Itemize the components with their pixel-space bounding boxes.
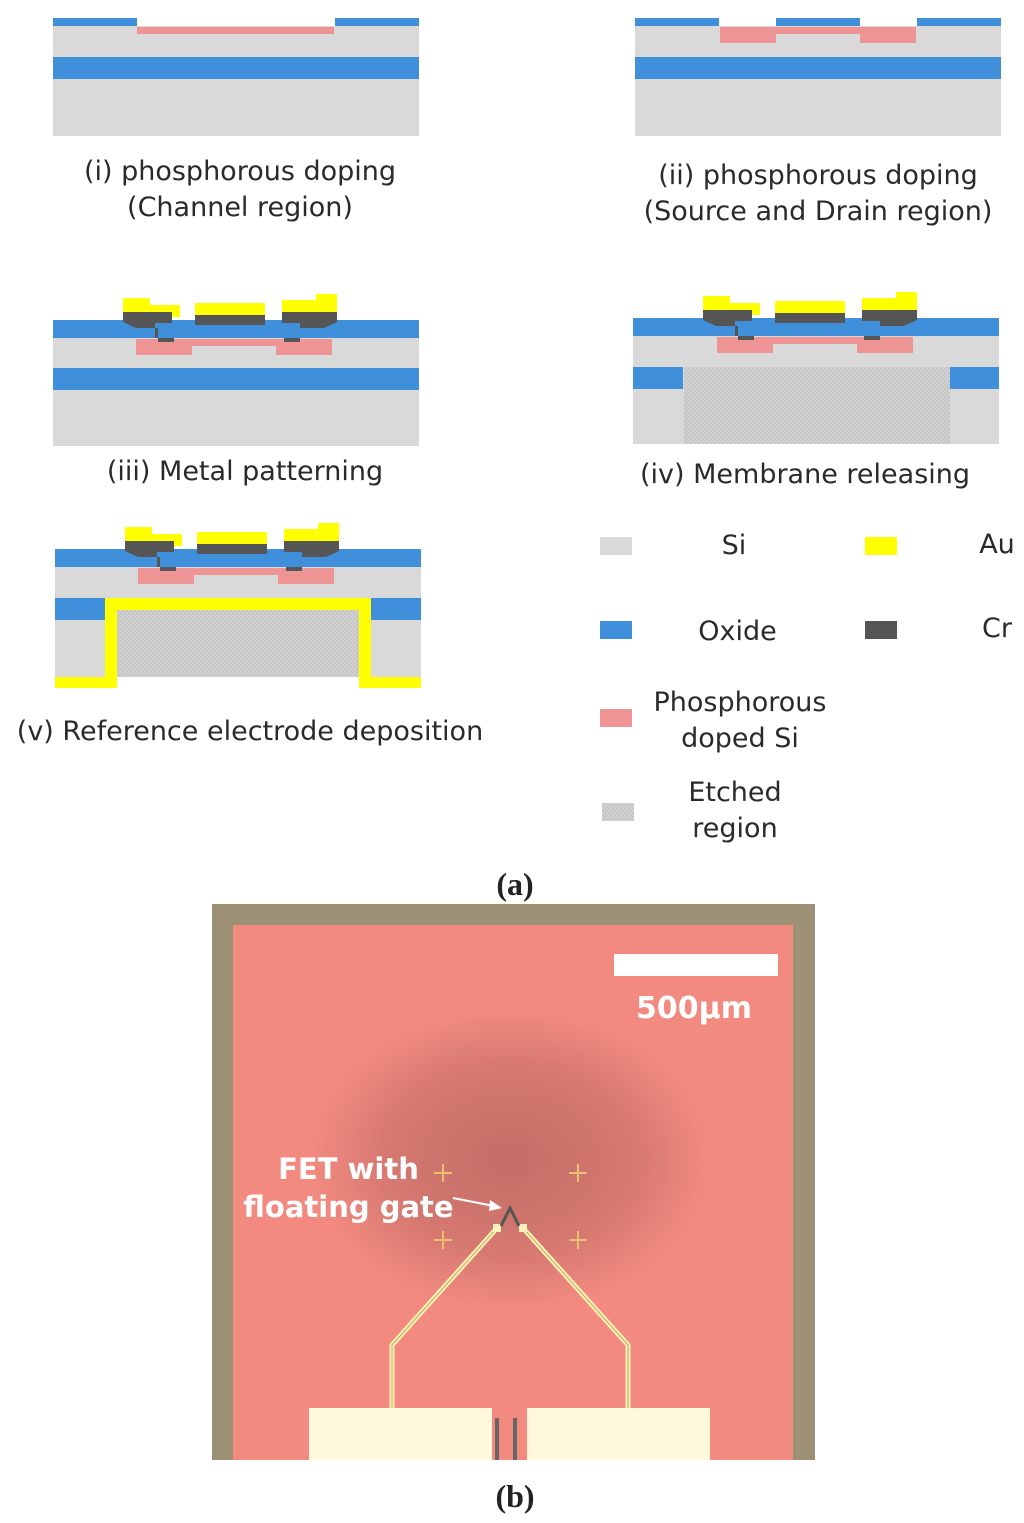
step-ii-cross-section <box>635 18 1001 136</box>
fet-annotation: FET with floating gate <box>236 1150 461 1226</box>
step-i-cross-section <box>53 18 419 136</box>
step-iii-cross-section <box>53 294 419 446</box>
legend-phosphorous-line1: Phosphorous <box>653 687 827 718</box>
legend-phosphorous-label: Phosphorous doped Si <box>630 685 850 757</box>
legend-au-swatch <box>865 537 897 555</box>
legend-oxide-label: Oxide <box>698 616 777 647</box>
step-iv-cross-section <box>633 292 999 444</box>
panel-b-label: (b) <box>495 1478 535 1514</box>
legend-cr-label: Cr <box>982 613 1012 644</box>
step-i-caption: (i) phosphorous doping (Channel region) <box>40 154 440 226</box>
legend-si-swatch <box>600 537 632 555</box>
step-ii-caption: (ii) phosphorous doping (Source and Drai… <box>618 158 1018 230</box>
legend-oxide-swatch <box>600 621 632 639</box>
step-v-caption: (v) Reference electrode deposition <box>0 714 500 750</box>
panel-a-label: (a) <box>496 866 534 902</box>
legend-etched-swatch <box>602 803 634 821</box>
step-v-cross-section <box>55 523 421 688</box>
legend-au-label: Au <box>979 529 1015 560</box>
step-ii-line2: (Source and Drain region) <box>643 196 993 227</box>
step-iii-line1: (iii) Metal patterning <box>106 456 384 487</box>
legend-si-label: Si <box>721 530 747 561</box>
step-ii-line1: (ii) phosphorous doping <box>658 160 978 191</box>
step-iv-line1: (iv) Membrane releasing <box>639 459 971 490</box>
legend-phosphorous-swatch <box>600 709 632 727</box>
legend-etched-line1: Etched <box>688 777 782 808</box>
step-v-line1: (v) Reference electrode deposition <box>16 716 484 747</box>
bond-pad-right <box>527 1408 710 1460</box>
legend-cr-swatch <box>865 621 897 639</box>
step-iii-caption: (iii) Metal patterning <box>40 454 450 490</box>
step-i-line2: (Channel region) <box>127 192 353 223</box>
step-i-line1: (i) phosphorous doping <box>83 156 397 187</box>
legend-phosphorous-line2: doped Si <box>681 723 799 754</box>
step-iv-caption: (iv) Membrane releasing <box>605 457 1005 493</box>
micrograph <box>212 904 815 1460</box>
legend-etched-label: Etched region <box>660 775 810 847</box>
fet-annotation-line2: floating gate <box>243 1190 454 1224</box>
scale-bar <box>614 954 778 976</box>
legend-etched-line2: region <box>692 813 778 844</box>
scale-label: 500μm <box>636 991 752 1026</box>
fet-annotation-line1: FET with <box>278 1152 419 1186</box>
bond-pad-left <box>309 1408 492 1460</box>
